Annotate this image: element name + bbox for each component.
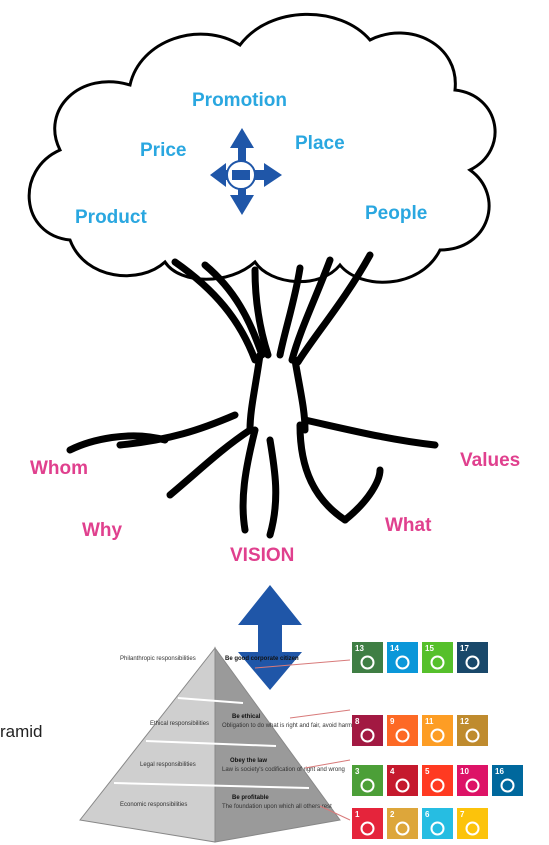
sdg-goal-icon (430, 728, 445, 743)
sdg-goal-icon (360, 655, 375, 670)
sdg-goal-icon (360, 778, 375, 793)
word-price: Price (140, 140, 187, 161)
sdg-tile-number: 15 (425, 644, 434, 653)
sdg-tile-number: 1 (355, 810, 360, 819)
pyramid-sdg-connectors (254, 659, 351, 821)
pyramid-title-economic: Be profitable (232, 795, 269, 801)
word-why: Why (82, 520, 123, 541)
pyramid-label-ethical: Ethical responsibilities (150, 721, 209, 727)
word-product: Product (75, 207, 147, 228)
word-promotion: Promotion (192, 90, 287, 111)
sdg-tile-number: 10 (460, 767, 469, 776)
pyramid-title-citizen: Be good corporate citizen (225, 656, 299, 662)
sdg-goal-icon (360, 728, 375, 743)
sdg-tile-number: 11 (425, 717, 434, 726)
pyramid-label-legal: Legal responsibilities (140, 762, 196, 768)
sdg-tile-number: 2 (390, 810, 395, 819)
sdg-goal-icon (465, 655, 480, 670)
word-place: Place (295, 133, 345, 154)
sdg-tile-number: 6 (425, 810, 430, 819)
word-people: People (365, 203, 428, 224)
sdg-goal-icon (395, 655, 410, 670)
sdg-goal-icon (465, 728, 480, 743)
sdg-goal-icon (360, 821, 375, 836)
sdg-goal-icon (395, 728, 410, 743)
sdg-goal-icon (430, 778, 445, 793)
tree-canopy (27, 12, 497, 284)
four-way-arrow-icon (210, 128, 282, 215)
double-arrow-icon (238, 585, 302, 690)
pyramid-desc-ethical: Obligation to do what is right and fair,… (222, 723, 352, 729)
word-what: What (385, 515, 432, 536)
sdg-goal-icon (430, 655, 445, 670)
sdg-tile-number: 5 (425, 767, 430, 776)
sdg-goal-icon (430, 821, 445, 836)
csr-pyramid: Philanthropic responsibilities Ethical r… (79, 646, 352, 843)
pyramid-title-legal: Obey the law (230, 758, 267, 764)
pyramid-label-economic: Economic responsibilities (120, 802, 187, 808)
sdg-tile-number: 7 (460, 810, 465, 819)
sdg-goal-icon (395, 778, 410, 793)
pyramid-desc-economic: The foundation upon which all others res… (222, 804, 332, 810)
word-vision: VISION (230, 545, 295, 566)
pyramid-label-philanthropic: Philanthropic responsibilities (120, 656, 196, 662)
sdg-tile-number: 14 (390, 644, 399, 653)
tree-trunk (66, 251, 439, 539)
pyramid-desc-legal: Law is society's codification of right a… (222, 767, 345, 773)
sdg-tile-number: 17 (460, 644, 469, 653)
sdg-goal-icon (465, 778, 480, 793)
sdg-tile-number: 4 (390, 767, 395, 776)
sdg-goal-icon (395, 821, 410, 836)
side-text-fragment: ramid (0, 722, 43, 741)
word-values: Values (460, 450, 521, 471)
sdg-tile-number: 9 (390, 717, 395, 726)
sdg-tile-number: 8 (355, 717, 360, 726)
sdg-goal-icon (500, 778, 515, 793)
sdg-goal-icon (465, 821, 480, 836)
sdg-tile-number: 13 (355, 644, 364, 653)
sdg-tile-number: 3 (355, 767, 360, 776)
pyramid-title-ethical: Be ethical (232, 714, 261, 720)
sdg-tile-number: 16 (495, 767, 504, 776)
sdg-tile-number: 12 (460, 717, 469, 726)
word-whom: Whom (30, 458, 89, 479)
